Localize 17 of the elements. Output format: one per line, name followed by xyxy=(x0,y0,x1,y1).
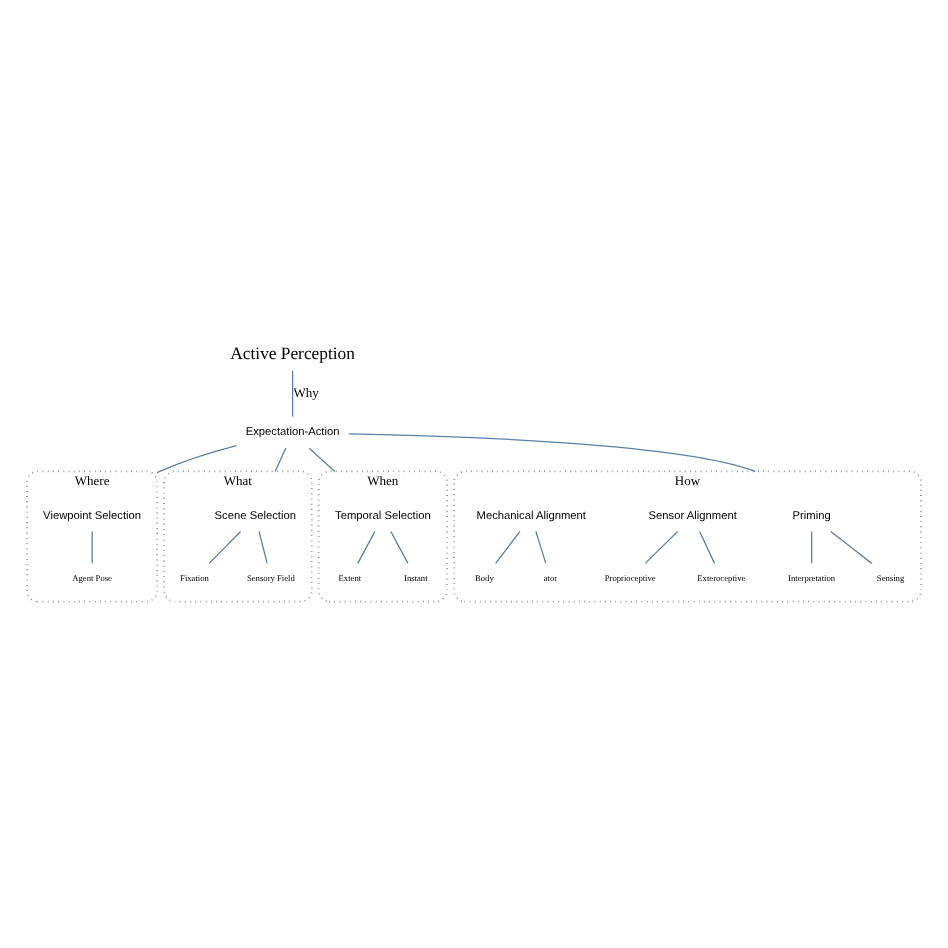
connector xyxy=(208,530,242,564)
connector xyxy=(699,530,716,564)
connector xyxy=(495,530,521,564)
connector xyxy=(810,530,813,564)
connector xyxy=(258,530,268,564)
connector xyxy=(91,530,93,564)
connector xyxy=(291,370,294,418)
node-text: Active Perception xyxy=(230,343,355,364)
connector xyxy=(644,530,679,564)
connector xyxy=(390,530,409,564)
connector xyxy=(535,530,547,564)
connector xyxy=(357,530,376,564)
connector xyxy=(830,530,873,564)
connector xyxy=(308,447,336,473)
connector xyxy=(274,447,287,473)
connector xyxy=(348,433,756,473)
connector xyxy=(156,444,238,474)
